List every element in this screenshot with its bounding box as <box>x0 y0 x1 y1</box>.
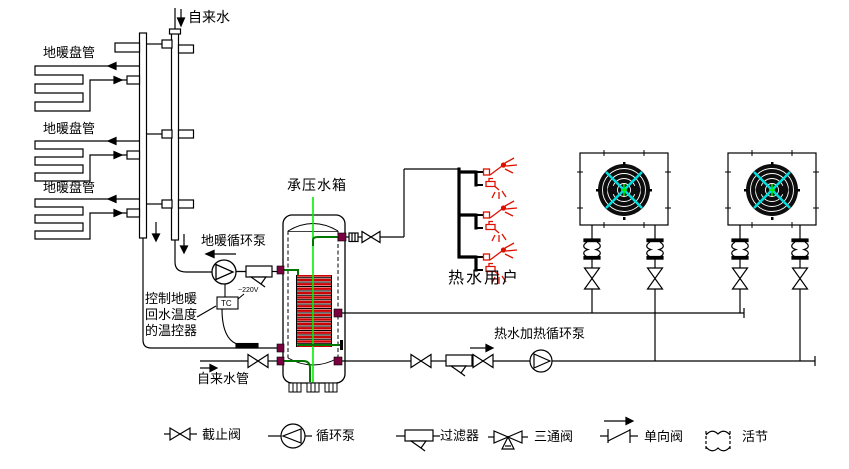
hw-heating-pump-symbol <box>529 349 553 373</box>
union-joint-icon <box>705 430 731 452</box>
check-valve-icon <box>600 416 638 443</box>
pressure-tank <box>276 197 347 393</box>
legend-label-union-joint: 活节 <box>742 429 769 444</box>
hw-heating-pump-label: 热水加热循环泵 <box>494 326 586 341</box>
thermostat-label-line1: 控制地暖 <box>145 291 198 306</box>
three-way-valve-icon <box>488 430 528 450</box>
thermostat-controller <box>196 284 259 349</box>
circulation-pump-icon <box>268 423 312 449</box>
tap-water-pipe-line <box>200 353 277 373</box>
hw-heating-loop <box>342 343 816 377</box>
faucet-icon <box>485 220 507 242</box>
floor-heating-coil-1 <box>34 61 141 112</box>
manifold-flow-arrows <box>151 222 189 255</box>
heat-pump-unit-1 <box>575 148 673 230</box>
thermostat-label-line2: 回水温度 <box>145 307 198 322</box>
legend-label-stop-valve: 截止阀 <box>202 427 242 442</box>
voltage-label: ~220V <box>238 287 259 294</box>
floor-coil-2-label: 地暖盘管 <box>43 121 96 136</box>
thermostat-label-line3: 的温控器 <box>145 323 198 338</box>
tap-water-pipe-label: 自来水管 <box>197 371 250 386</box>
shower-icon <box>482 200 518 219</box>
legend-label-circulation-pump: 循环泵 <box>316 428 356 443</box>
floor-pump-label: 地暖循环泵 <box>201 233 267 248</box>
tank-heating-coil <box>296 275 332 347</box>
floor-heating-coil-2 <box>34 136 141 182</box>
tank-hot-outlet-line <box>346 168 459 244</box>
filter-icon <box>396 429 440 452</box>
manifold-pipes <box>114 28 277 349</box>
shower-icon <box>482 157 518 176</box>
faucet-icon <box>485 262 507 284</box>
shower-icon <box>482 242 518 261</box>
legend-label-check-valve: 单向阀 <box>644 429 684 444</box>
floor-heating-coil-3 <box>34 194 141 240</box>
hw-loop-filter <box>445 354 473 377</box>
tap-water-top-label: 自来水 <box>188 9 230 25</box>
legend-symbols <box>164 416 731 452</box>
floor-heating-pump <box>204 249 246 285</box>
tank-feet <box>288 382 338 393</box>
floor-coil-3-label: 地暖盘管 <box>43 180 96 195</box>
heat-pump-unit-2 <box>723 148 821 230</box>
tank-label: 承压水箱 <box>287 177 347 193</box>
legend-label-three-way-valve: 三通阀 <box>534 429 574 444</box>
tc-box-label: TC <box>221 299 232 308</box>
faucet-icon <box>485 177 507 199</box>
hot-water-users-label: 热水用户 <box>448 270 521 287</box>
floor-coil-1-label: 地暖盘管 <box>43 45 96 60</box>
legend-label-filter: 过滤器 <box>440 428 480 443</box>
floor-loop-filter <box>245 265 277 288</box>
hot-water-users-manifold <box>457 167 484 272</box>
stop-valve-icon <box>164 426 197 442</box>
shower-faucet-fixtures <box>482 157 518 284</box>
heat-pump-piping <box>342 224 809 361</box>
tap-water-top-line <box>174 8 186 29</box>
